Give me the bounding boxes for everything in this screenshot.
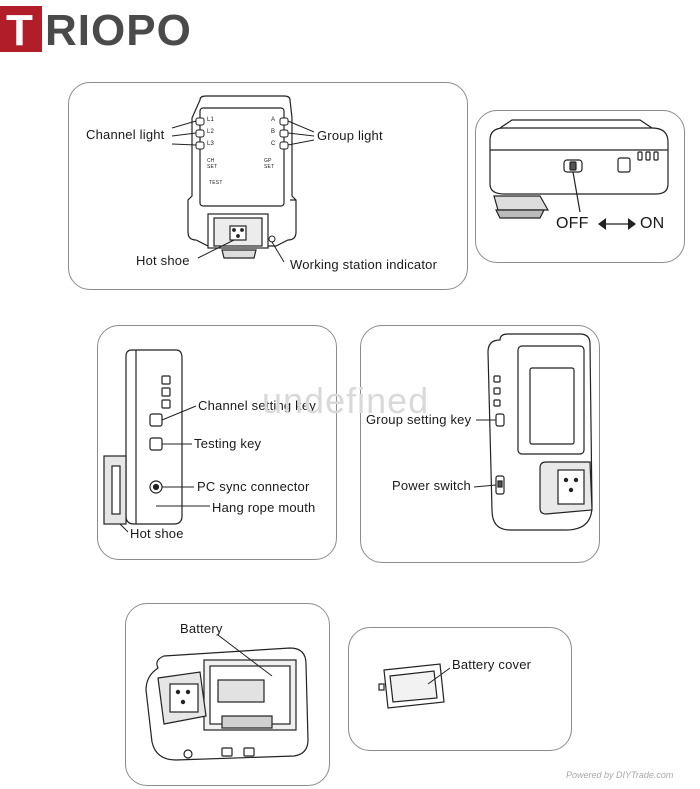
channel-setting-key-label: Channel setting key xyxy=(198,398,316,413)
ch-set-label: CH SET xyxy=(207,158,218,170)
ch-label-l1: L1 xyxy=(207,117,215,123)
hot-shoe-label: Hot shoe xyxy=(136,253,190,268)
testing-key-label: Testing key xyxy=(194,436,262,451)
triopo-logo: T RIOPO xyxy=(0,6,191,56)
logo-text: RIOPO xyxy=(45,6,192,55)
test-label: TEST xyxy=(209,180,223,186)
grp-label-b: B xyxy=(271,129,276,135)
gp-set-label: GP SET xyxy=(264,158,275,170)
panel-switch-view xyxy=(475,110,685,263)
panel-front-view xyxy=(68,82,468,290)
logo-letter-t: T xyxy=(6,6,33,55)
battery-label: Battery xyxy=(180,621,223,636)
ch-label-l3: L3 xyxy=(207,141,215,147)
ch-label-l2: L2 xyxy=(207,129,215,135)
side-hot-shoe-label: Hot shoe xyxy=(130,526,184,541)
footer-credit: Powered by DIYTrade.com xyxy=(566,770,674,780)
battery-cover-label: Battery cover xyxy=(452,657,532,672)
pc-sync-connector-label: PC sync connector xyxy=(197,479,310,494)
panel-battery-cover-view xyxy=(348,627,572,751)
group-setting-key-label: Group setting key xyxy=(366,412,472,427)
power-switch-label: Power switch xyxy=(392,478,471,493)
channel-light-label: Channel light xyxy=(86,127,165,142)
watermark-text: undefined xyxy=(262,380,430,421)
grp-label-c: C xyxy=(271,141,276,147)
group-light-label: Group light xyxy=(317,128,383,143)
grp-label-a: A xyxy=(271,117,276,123)
working-station-indicator-label: Working station indicator xyxy=(290,257,438,272)
logo-red-block xyxy=(0,6,42,52)
hang-rope-mouth-label: Hang rope mouth xyxy=(212,500,316,515)
panel-side-view xyxy=(97,325,337,560)
on-label: ON xyxy=(640,215,665,232)
off-label: OFF xyxy=(556,215,589,232)
